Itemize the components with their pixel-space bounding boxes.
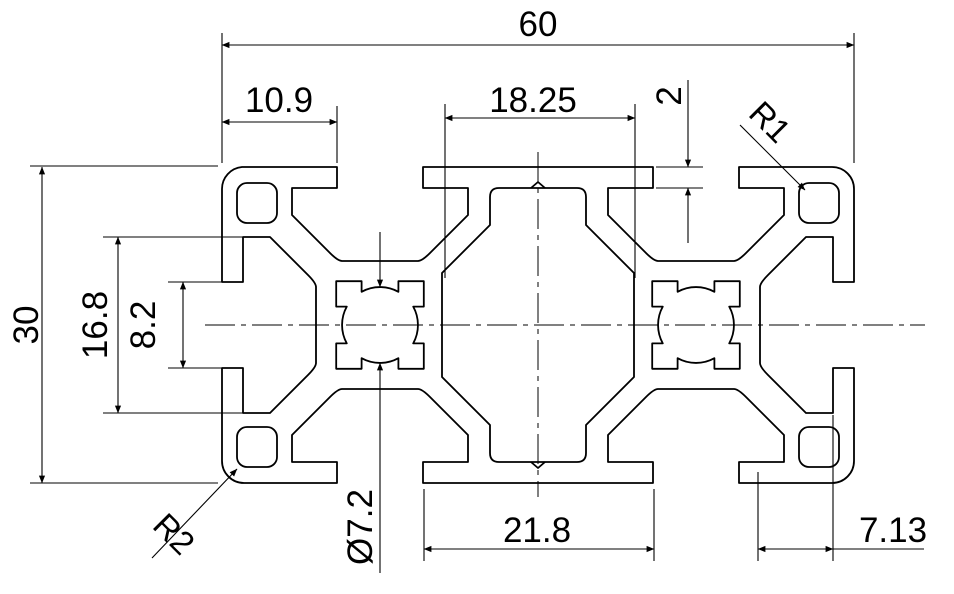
dimension-graphics [30,33,924,573]
leader-r2 [151,468,238,559]
dim-hole-radius-label: R1 [742,94,798,150]
dim-top-slot-offset-label: 10.9 [245,81,313,120]
dim-slot-depth-label: 7.13 [859,511,927,550]
dim-center-cavity-label: 18.25 [489,81,577,120]
dim-slot-cavity-label: 16.8 [76,291,115,359]
centerlines [205,152,925,497]
center-bore-right [651,280,741,370]
dim-overall-width-label: 60 [519,5,558,44]
center-cavity [441,187,635,463]
dim-foot-width-label: 21.8 [503,511,571,550]
cavity-notch-bottom [530,461,546,469]
corner-hole-bottom-left [236,426,278,468]
corner-hole-bottom-right [798,426,840,468]
dim-bore-diameter-label: Ø7.2 [341,489,380,565]
dimension-labels: 60 10.9 18.25 2 R1 30 16.8 8.2 R2 Ø7.2 2… [7,5,927,565]
dim-lip-thickness-label: 2 [650,86,689,105]
corner-hole-top-left [236,182,278,224]
corner-hole-top-right [798,182,840,224]
leader-r1 [739,124,806,191]
dim-slot-opening-label: 8.2 [124,301,163,350]
profile-outline [221,166,855,484]
dim-overall-height-label: 30 [7,306,46,345]
